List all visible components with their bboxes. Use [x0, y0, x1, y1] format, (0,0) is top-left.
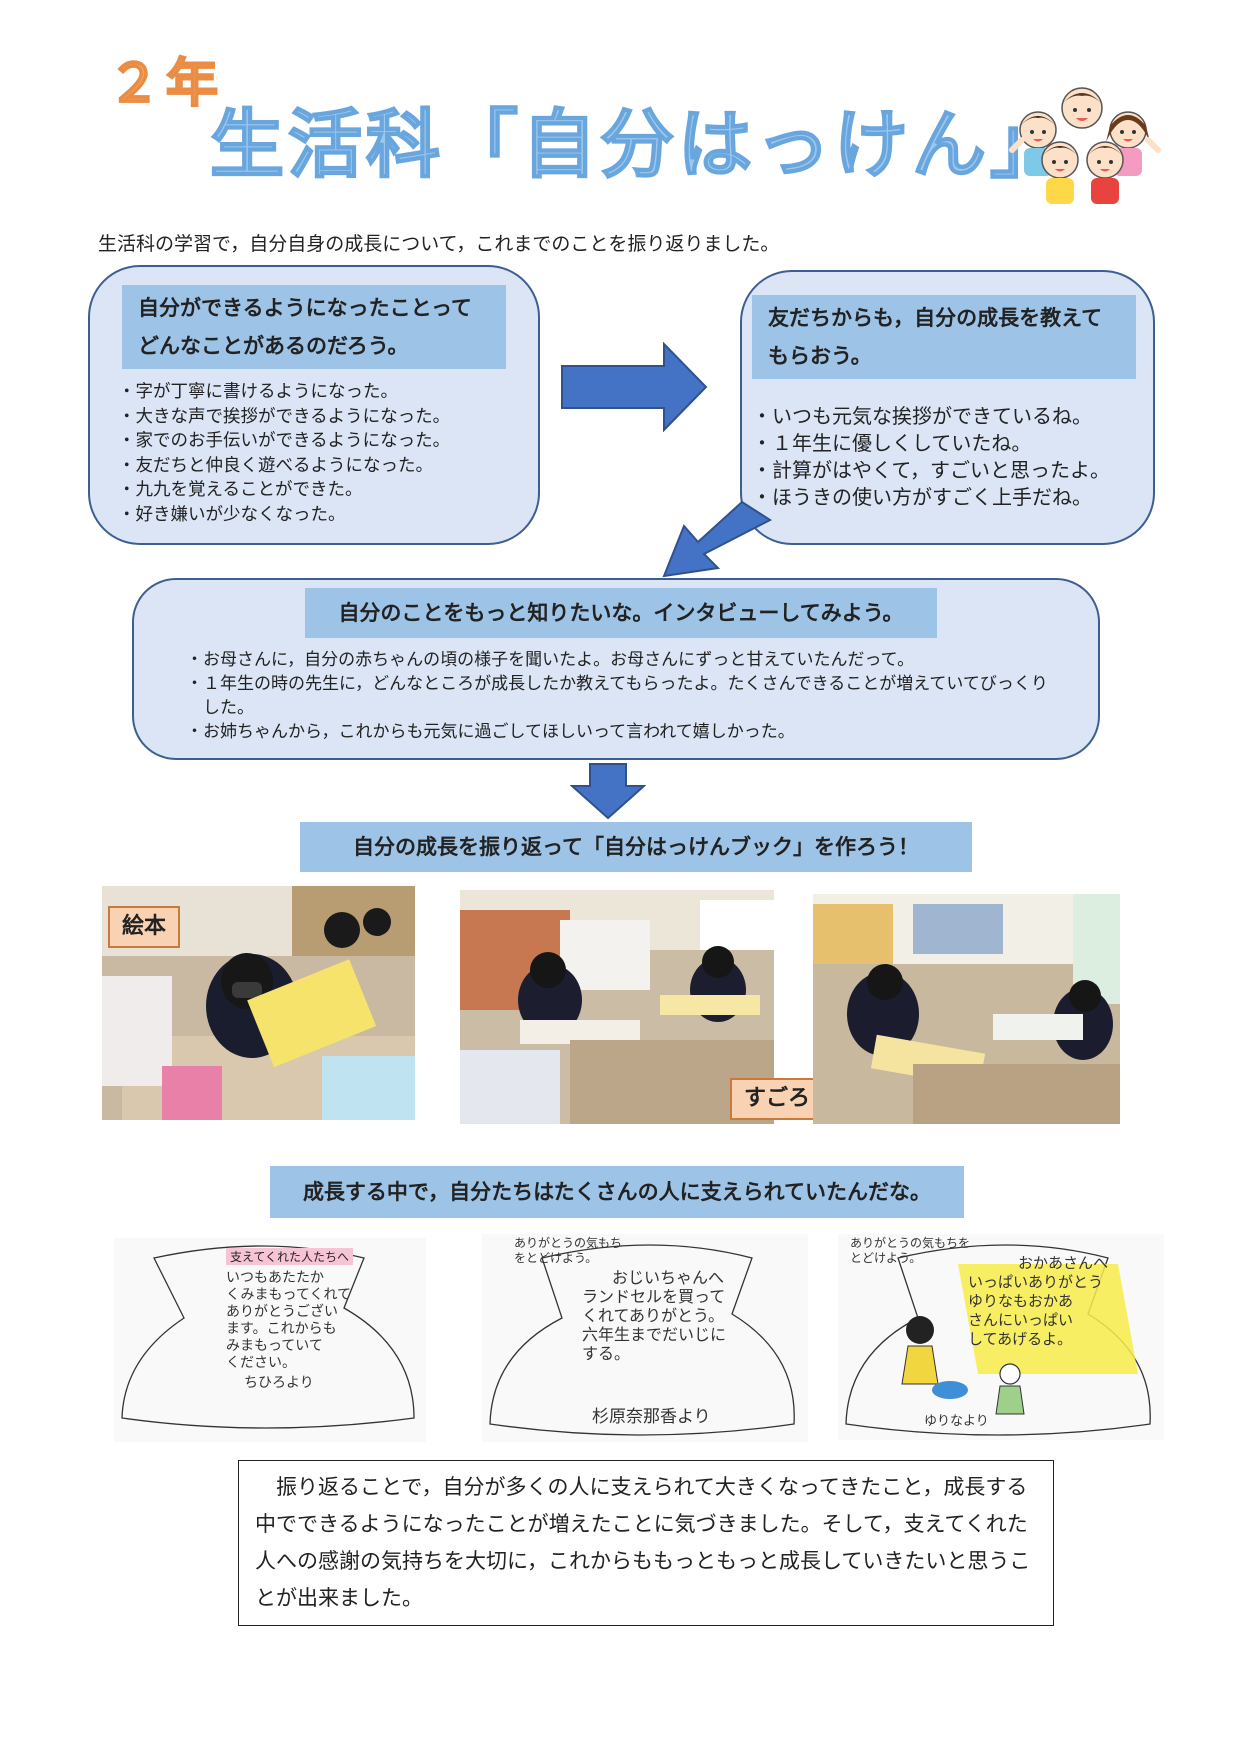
letter-body: おかあさんへ いっぱいありがとう ゆりなもおかあ さんにいっぱい してあげるよ。 — [968, 1254, 1108, 1349]
list-item: 好き嫌いが少なくなった。 — [118, 503, 450, 528]
list-item: 計算がはやくて，すごいと思ったよ。 — [752, 457, 1110, 484]
child-face — [1061, 87, 1103, 129]
letter-line: おかあさんへ — [1018, 1254, 1109, 1272]
achievements-heading: 自分ができるようになったことって どんなことがあるのだろう。 — [122, 285, 506, 369]
list-item: １年生に優しくしていたね。 — [752, 430, 1110, 457]
list-item: ほうきの使い方がすごく上手だね。 — [752, 484, 1110, 511]
children-group-icon — [1009, 87, 1161, 204]
letter-body: おじいちゃんへ ランドセルを買って くれてありがとう。 六年生までだいじに する… — [582, 1268, 726, 1363]
letter-line: 六年生までだいじに — [582, 1325, 727, 1344]
letter-header: 支えてくれた人たちへ — [226, 1248, 354, 1265]
list-item: 家でのお手伝いができるようになった。 — [118, 429, 451, 454]
interview-heading: 自分のことをもっと知りたいな。インタビューしてみよう。 — [305, 588, 937, 638]
letter-line: ます。これからも — [226, 1321, 337, 1337]
letter-line: ください。 — [226, 1355, 296, 1371]
classroom-photo-sugoroku — [460, 890, 774, 1124]
arrow-down-icon — [570, 763, 646, 820]
letter-line: ありがとうござい — [226, 1304, 338, 1320]
book-heading: 自分の成長を振り返って「自分はっけんブック」を作ろう！ — [300, 822, 972, 872]
intro-text: 生活科の学習で，自分自身の成長について，これまでのことを振り返りました。 — [98, 233, 780, 255]
classroom-photo-group — [813, 894, 1120, 1124]
letter-body: いつもあたたか くみまもってくれて ありがとうござい ます。これからも みまもっ… — [226, 1270, 351, 1372]
list-item: お母さんに，自分の赤ちゃんの頃の様子を聞いたよ。お母さんにずっと甘えていたんだっ… — [186, 648, 1056, 672]
list-item: 字が丁寧に書けるようになった。 — [118, 380, 450, 405]
arrow-right-icon — [561, 342, 708, 432]
list-item: お姉ちゃんから，これからも元気に過ごしてほしいって言われて嬉しかった。 — [186, 720, 1056, 744]
letter-line: いっぱいありがとう — [968, 1273, 1104, 1291]
achievements-list: 字が丁寧に書けるようになった。 大きな声で挨拶ができるようになった。 家でのお手… — [118, 380, 451, 528]
letter-line: みまもっていて — [226, 1338, 323, 1354]
letter-signature: ゆりなより — [924, 1414, 989, 1429]
letter-line: いつもあたたか — [226, 1270, 324, 1286]
list-item: 九九を覚えることができた。 — [118, 478, 450, 503]
letter-signature: ちひろより — [244, 1375, 314, 1391]
thank-you-letter-3: ありがとうの気もちをとどけよう。 おかあさんへ いっぱいありがとう ゆりなもおか… — [838, 1234, 1164, 1440]
list-item: いつも元気な挨拶ができているね。 — [752, 403, 1110, 430]
page-title: 生活科「自分はっけん」 — [209, 102, 1068, 188]
letter-header: ありがとうの気もちをとどけよう。 — [850, 1236, 971, 1265]
thank-you-letter-2: ありがとうの気もちをとどけよう。 おじいちゃんへ ランドセルを買って くれてあり… — [482, 1234, 808, 1442]
letter-line: おじいちゃんへ — [612, 1268, 725, 1287]
list-item: １年生の時の先生に，どんなところが成長したか教えてもらったよ。たくさんできること… — [186, 672, 1056, 720]
letter-header: ありがとうの気もちをとどけよう。 — [514, 1236, 623, 1265]
interview-list: お母さんに，自分の赤ちゃんの頃の様子を聞いたよ。お母さんにずっと甘えていたんだっ… — [186, 648, 1056, 744]
support-heading: 成長する中で，自分たちはたくさんの人に支えられていたんだな。 — [270, 1166, 964, 1218]
letter-line: さんにいっぱい — [968, 1311, 1074, 1329]
grade-label: ２年 — [107, 54, 225, 114]
friends-feedback-list: いつも元気な挨拶ができているね。 １年生に優しくしていたね。 計算がはやくて，す… — [752, 403, 1110, 511]
thank-you-letter-1: 支えてくれた人たちへ いつもあたたか くみまもってくれて ありがとうござい ます… — [114, 1238, 426, 1442]
letter-line: する。 — [582, 1344, 631, 1363]
list-item: 大きな声で挨拶ができるようになった。 — [118, 405, 451, 430]
picture-book-tag: 絵本 — [108, 906, 181, 948]
letter-line: してあげるよ。 — [968, 1330, 1073, 1348]
letter-signature: 杉原奈那香より — [592, 1407, 711, 1427]
friends-feedback-heading: 友だちからも，自分の成長を教えて もらおう。 — [752, 295, 1136, 379]
letter-line: ゆりなもおかあ — [968, 1292, 1074, 1310]
summary-text: 振り返ることで，自分が多くの人に支えられて大きくなってきたこと，成長する中ででき… — [238, 1460, 1054, 1626]
list-item: 友だちと仲良く遊べるようになった。 — [118, 454, 450, 479]
classroom-photo-picture-book — [102, 886, 415, 1120]
letter-line: ランドセルを買って — [582, 1287, 726, 1306]
letter-line: くれてありがとう。 — [582, 1306, 725, 1325]
arrow-down-left-icon — [662, 500, 772, 578]
letter-line: くみまもってくれて — [226, 1287, 352, 1303]
